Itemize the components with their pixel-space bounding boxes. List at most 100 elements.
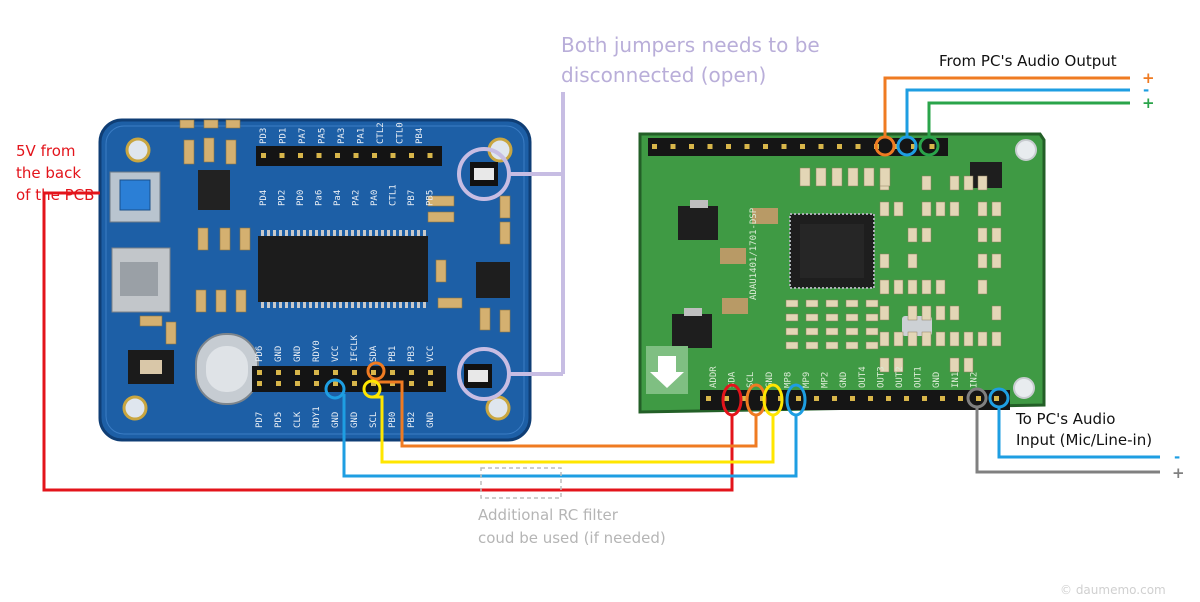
- silk-label: CTL1: [389, 184, 399, 206]
- header-pin: [670, 144, 676, 149]
- silk-label: RDY0: [312, 340, 322, 362]
- dsp-regulator-top: [678, 206, 718, 240]
- silk-label: VCC: [331, 346, 341, 362]
- smd-components: [139, 119, 511, 345]
- silk-label: GND: [331, 412, 341, 428]
- header-pin: [868, 396, 873, 401]
- regulator-chip: [198, 170, 230, 210]
- power-note-line1: 5V from: [16, 142, 75, 160]
- silk-label: PB4: [415, 128, 425, 144]
- watermark: © daumemo.com: [1060, 583, 1166, 597]
- silk-label: PA2: [352, 190, 362, 206]
- silk-label: PB5: [426, 190, 436, 206]
- jumper-note-line1: Both jumpers needs to be: [561, 33, 820, 57]
- power-note-line2: the back: [16, 164, 81, 182]
- silk-label: OUT2: [895, 366, 905, 388]
- audio-in-sign-1: -: [1174, 448, 1180, 466]
- header-pin: [352, 381, 357, 386]
- header-pin: [409, 370, 414, 375]
- header-pin: [976, 396, 981, 401]
- header-pin: [814, 396, 819, 401]
- tact-switch: [128, 350, 174, 384]
- wire-yellow-scl: [362, 379, 784, 464]
- silk-label: MP9: [802, 372, 812, 388]
- silk-label: PD0: [296, 190, 306, 206]
- dsp-chip: [789, 213, 875, 289]
- jumper-bottom: [464, 364, 492, 388]
- left-top-header: [256, 146, 442, 166]
- header-pin: [371, 381, 376, 386]
- silk-label: IFCLK: [350, 334, 360, 362]
- header-pin: [371, 370, 376, 375]
- header-pin: [257, 370, 262, 375]
- audio-in-signs: - +: [1172, 448, 1185, 482]
- header-pin: [427, 153, 433, 158]
- header-pin: [353, 153, 359, 158]
- dsp-crystal: [902, 316, 932, 336]
- power-note: 5V from the back of the PCB: [16, 142, 94, 204]
- silk-label: CLK: [293, 411, 303, 428]
- silk-label: OUT1: [914, 366, 924, 388]
- header-pin: [314, 381, 319, 386]
- jumper-note: Both jumpers needs to be disconnected (o…: [561, 33, 820, 87]
- header-pin: [855, 144, 861, 149]
- silk-label: PD7: [255, 412, 265, 428]
- silk-label: PB2: [407, 412, 417, 428]
- main-ic: [258, 230, 428, 308]
- wire-audio-out-orange: [874, 76, 1130, 157]
- silk-label: GND: [839, 372, 849, 388]
- header-pin: [316, 153, 322, 158]
- silk-label: GND: [426, 412, 436, 428]
- silk-label: VCC: [426, 346, 436, 362]
- header-pin: [298, 153, 303, 158]
- silk-label: PD2: [278, 190, 288, 206]
- header-pin: [800, 144, 805, 149]
- silk-label: PB7: [407, 190, 417, 206]
- header-pin: [763, 144, 768, 149]
- header-pin: [929, 144, 935, 149]
- audio-in-title: To PC's Audio Input (Mic/Line-in): [1015, 410, 1152, 449]
- header-pin: [707, 144, 713, 149]
- silk-label: PD1: [279, 128, 289, 144]
- jumper-callouts: [457, 92, 565, 401]
- mounting-holes: [122, 137, 513, 421]
- silk-label: PB0: [388, 412, 398, 428]
- audio-out-signs: + - +: [1142, 69, 1155, 112]
- header-pin: [314, 370, 319, 375]
- header-pin: [911, 144, 916, 149]
- silk-label: CTL2: [376, 122, 386, 144]
- header-pin: [257, 381, 262, 386]
- silk-label: CTL0: [396, 122, 406, 144]
- silk-label: SDA: [728, 371, 738, 388]
- header-pin: [781, 144, 787, 149]
- header-pin: [295, 381, 300, 386]
- header-pin: [295, 370, 300, 375]
- header-pin: [744, 144, 750, 149]
- audio-in-sign-2: +: [1172, 464, 1185, 482]
- silk-label: PD6: [255, 346, 265, 362]
- dsp-regulator-bottom: [672, 314, 712, 348]
- silk-label: PA3: [337, 128, 347, 144]
- jumper-top: [470, 162, 498, 186]
- silk-label: PD3: [259, 128, 269, 144]
- silk-label: ADDR: [709, 366, 719, 388]
- header-pin: [940, 396, 945, 401]
- header-pin: [335, 153, 340, 158]
- silk-label: PB1: [388, 346, 398, 362]
- rc-note-line2: coud be used (if needed): [478, 529, 666, 547]
- eeprom-chip: [476, 262, 510, 298]
- header-pin: [352, 370, 357, 375]
- header-pin: [904, 396, 909, 401]
- audio-out-sign-2: -: [1143, 81, 1149, 99]
- silk-label: IN1: [951, 372, 961, 388]
- audio-in-title-line2: Input (Mic/Line-in): [1016, 431, 1152, 449]
- header-pin: [276, 370, 281, 375]
- header-pin: [390, 153, 396, 158]
- header-pin: [333, 381, 338, 386]
- header-pin: [261, 153, 266, 158]
- header-pin: [958, 396, 963, 401]
- header-pin: [409, 153, 414, 158]
- header-pin: [760, 396, 765, 401]
